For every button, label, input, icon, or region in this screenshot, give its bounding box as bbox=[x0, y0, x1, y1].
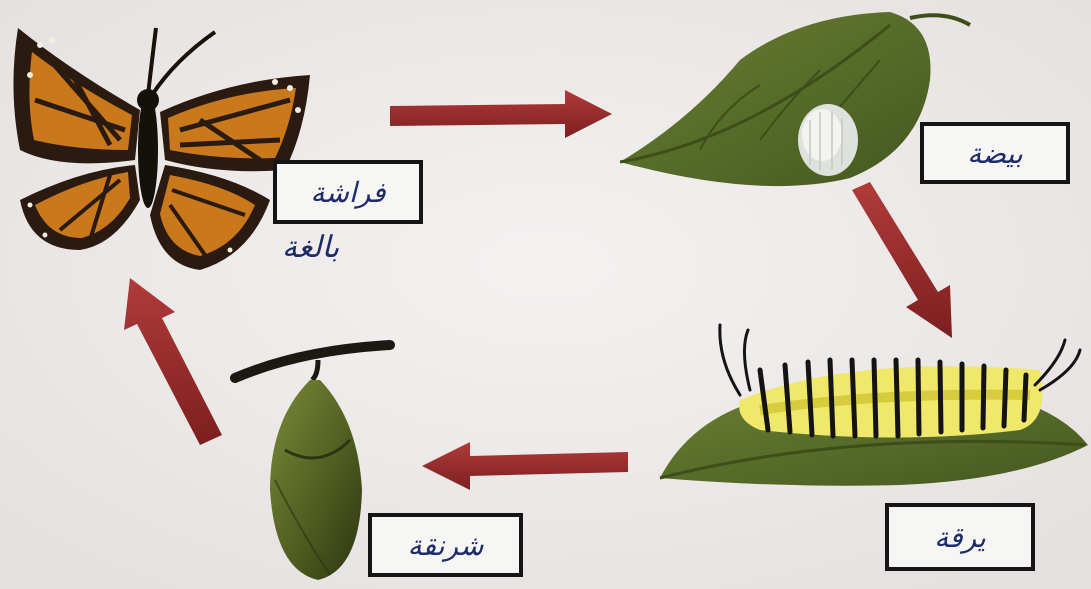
label-larva-text: يرقة bbox=[934, 521, 986, 554]
label-adult: فراشة bbox=[273, 160, 423, 224]
label-egg-text: بيضة bbox=[967, 137, 1023, 170]
note-adult-text: بالغة bbox=[282, 230, 339, 265]
label-pupa: شرنقة bbox=[368, 513, 523, 577]
label-adult-text: فراشة bbox=[310, 176, 385, 209]
label-larva: يرقة bbox=[885, 503, 1035, 571]
note-adult: بالغة bbox=[282, 230, 339, 265]
label-pupa-text: شرنقة bbox=[408, 529, 484, 562]
label-egg: بيضة bbox=[920, 122, 1070, 184]
